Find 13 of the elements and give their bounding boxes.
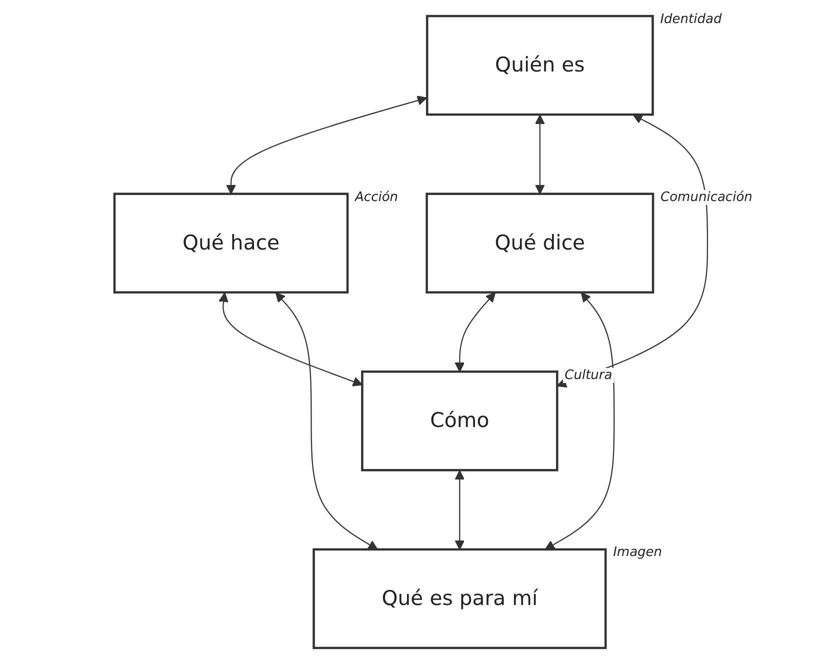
node-box: Cómo	[360, 370, 558, 472]
arrow	[454, 292, 496, 372]
arrow	[454, 470, 464, 550]
node-box: Quién es	[425, 14, 654, 116]
node-box: Qué dice	[425, 192, 654, 294]
node-box: Qué hace	[112, 192, 348, 294]
side-label: Imagen	[611, 545, 664, 560]
side-label: Cultura	[562, 368, 614, 383]
arrow	[218, 292, 362, 386]
arrow	[226, 96, 427, 194]
side-label: Comunicación	[658, 190, 754, 205]
arrow	[534, 114, 544, 194]
arrow	[274, 292, 378, 550]
